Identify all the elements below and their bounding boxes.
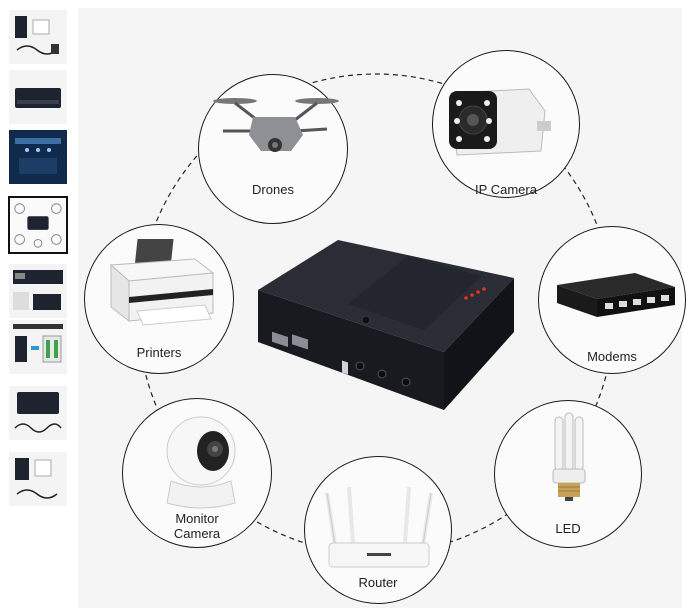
router-label: Router (358, 575, 398, 590)
drones-circle: Drones (198, 74, 348, 224)
drone-icon (213, 98, 339, 152)
ip-camera-circle: IP Camera (432, 50, 580, 198)
monitor-camera-icon (166, 416, 236, 509)
thumbnail-rail (0, 0, 72, 616)
led-circle: LED (494, 400, 642, 548)
product-main-image: Drones IP Camera Modems (78, 8, 686, 608)
network-switch-icon (557, 273, 675, 317)
thumbnail-8[interactable] (9, 452, 67, 506)
led-bulb-icon (552, 412, 586, 501)
led-label: LED (555, 521, 581, 536)
thumbnail-1[interactable] (9, 10, 67, 64)
mini-ups-icon (248, 234, 518, 442)
monitor-camera-circle: Monitor Camera (122, 398, 272, 548)
thumbnail-7[interactable] (9, 386, 67, 440)
printer-icon (109, 239, 215, 326)
monitor-camera-label: Monitor Camera (173, 511, 221, 541)
modems-circle: Modems (538, 226, 686, 374)
ip-camera-icon (449, 88, 551, 156)
thumbnail-5[interactable] (9, 264, 67, 318)
drones-label: Drones (252, 182, 294, 197)
thumbnail-4-selected[interactable] (8, 196, 68, 254)
printers-label: Printers (136, 345, 182, 360)
thumbnail-3[interactable] (9, 130, 67, 184)
thumbnail-2[interactable] (9, 70, 67, 124)
printers-circle: Printers (84, 224, 234, 374)
router-icon (325, 486, 433, 568)
ip-camera-label: IP Camera (475, 182, 537, 197)
modems-label: Modems (587, 349, 637, 364)
router-circle: Router (304, 456, 452, 604)
thumbnail-6[interactable] (9, 320, 67, 374)
